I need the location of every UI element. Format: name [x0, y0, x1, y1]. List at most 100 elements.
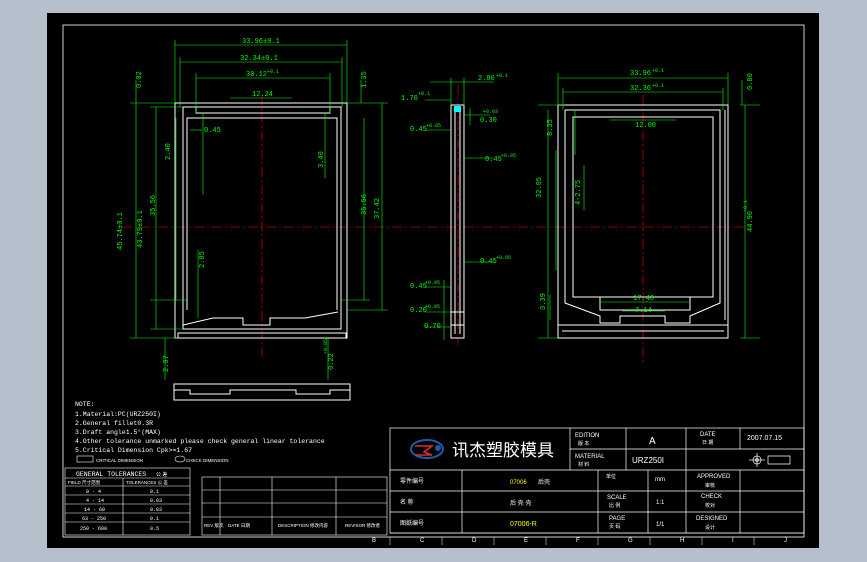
side-dim-left-3: 0.45 — [410, 283, 427, 291]
name-label: 名 称 — [400, 498, 414, 506]
page-label-cn: 页 码 — [609, 523, 620, 530]
legend-check-label: CHECK DIMENSION — [186, 458, 229, 463]
side-dim-right-3-tol: +0.05 — [496, 255, 511, 261]
front-dim-right-top-small: 1.35 — [361, 71, 369, 88]
back-dim-top-overall: 33.96 — [630, 70, 651, 78]
front-dim-depth: 2.40 — [165, 143, 173, 160]
front-dim-top-frame-tol: +0.1 — [267, 69, 279, 75]
side-dim-top-width-tol: +0.1 — [496, 73, 508, 79]
notes-legend: CRITICAL DIMENSION CHECK DIMENSION — [76, 455, 229, 463]
front-dim-below-right-tol: +0.05 — [323, 339, 329, 354]
revision-header-desc: DESCRIPTION 修改内容 — [278, 522, 329, 529]
tolerance-cell: 0 - 4 — [86, 489, 101, 495]
page-value: 1/1 — [656, 522, 665, 528]
company-name: 讯杰塑胶模具 — [452, 441, 554, 460]
tolerance-cell: 63 - 250 — [82, 516, 106, 522]
note-line: 4.Other tolerance unmarked please check … — [75, 438, 325, 445]
side-dim-right-1: 0.30 — [480, 117, 497, 125]
side-dim-right-2-tol: +0.05 — [501, 153, 516, 159]
material-value: URZ250I — [632, 456, 664, 465]
side-dim-top-width: 2.80 — [478, 75, 495, 83]
front-dim-edge-gap: 0.45 — [204, 127, 221, 135]
back-dim-right-small: 0.80 — [747, 73, 755, 90]
side-view-highlight — [454, 106, 461, 112]
grid-letter: J — [784, 538, 787, 544]
date-label: DATE — [700, 432, 716, 438]
back-dim-top-inner: 32.36 — [630, 85, 651, 93]
back-dim-bottom-2: 7.14 — [635, 307, 652, 315]
edition-label-cn: 版 本 — [578, 440, 589, 447]
drawing-no-value: 07006-R — [510, 521, 537, 528]
front-dim-top-overall: 33.96±0.1 — [242, 38, 280, 46]
back-dim-left-3: 32.05 — [536, 177, 544, 198]
tolerance-table: GENERAL TOLERANCES 公 差 FIELD 尺寸范围 TOLERA… — [64, 467, 191, 536]
grid-letter: H — [680, 538, 684, 544]
grid-letter: D — [472, 538, 477, 544]
tolerance-header-tol: TOLERANCES 公 差 — [126, 479, 168, 485]
front-view: 33.96±0.1 32.34±0.1 30.12 +0.1 12.24 0.4… — [117, 38, 388, 401]
approved-label-cn: 审核 — [705, 482, 715, 489]
side-dim-left-1: 1.70 — [401, 95, 418, 103]
tolerance-header-field: FIELD 尺寸范围 — [68, 479, 101, 486]
part-no-suffix: 后壳 — [538, 478, 550, 486]
side-dim-left-2-tol: +0.05 — [426, 123, 441, 129]
drawing-sheet — [47, 13, 819, 548]
back-dim-left-2: 4-2.75 — [575, 180, 583, 205]
side-dim-left-4: 0.20 — [410, 307, 427, 315]
designed-label: DESIGNED — [696, 516, 728, 522]
back-dim-top-overall-tol: +0.1 — [652, 68, 664, 74]
grid-letter: C — [420, 538, 425, 544]
front-dim-top-inner: 32.34±0.1 — [240, 55, 278, 63]
legend-critical-label: CRITICAL DIMENSION — [96, 458, 143, 463]
scale-label: SCALE — [607, 495, 627, 501]
side-dim-left-5: 0.70 — [424, 323, 441, 331]
scale-value: 1:1 — [656, 500, 665, 506]
grid-letter: E — [524, 538, 528, 544]
material-label: MATERIAL — [575, 454, 605, 460]
front-dim-left-top-small: 0.02 — [136, 71, 144, 88]
back-dim-left-4: 3.39 — [540, 293, 548, 310]
note-line: 5.Critical Dimension Cpk>=1.67 — [75, 447, 192, 454]
back-dim-top-inner-tol: +0.1 — [652, 83, 664, 89]
front-dim-bottom-small: 2.85 — [199, 251, 207, 268]
unit-label: 单位 — [606, 473, 616, 480]
front-dim-right-height-1: 35.56 — [361, 194, 369, 215]
back-dim-right-height-tol: +0.1 — [743, 200, 749, 212]
grid-letter: G — [628, 538, 633, 544]
side-dim-right-2: 0.45 — [485, 156, 502, 164]
name-value: 后 壳 壳 — [510, 499, 531, 507]
note-line: 3.Draft angle1.5°(MAX) — [75, 428, 161, 436]
back-view: 33.96 +0.1 32.36 +0.1 12.00 17.40 7.14 0… — [536, 68, 760, 339]
note-line: 1.Material:PC(URZ250I) — [75, 411, 161, 418]
front-dim-right-height-2: 37.42 — [374, 198, 382, 219]
front-dim-below-right: 0.22 — [328, 353, 336, 370]
date-value: 2007.07.15 — [747, 435, 782, 442]
check-label: CHECK — [701, 494, 722, 500]
side-dim-left-3-tol: +0.05 — [425, 280, 440, 286]
front-dim-top-slot: 12.24 — [252, 91, 273, 99]
grid-letter: B — [372, 538, 376, 544]
tolerance-cell: 14 - 60 — [84, 507, 105, 513]
back-dim-right-height: 44.90 — [747, 211, 755, 232]
side-dim-left-2: 0.45 — [410, 126, 427, 134]
page-label: PAGE — [609, 516, 625, 522]
scale-label-cn: 比 例 — [609, 502, 620, 509]
revision-header-revisor: REVISOR 修改者 — [345, 522, 381, 529]
front-dim-height-inner: 43.79±0.1 — [137, 210, 145, 248]
tolerance-title: GENERAL TOLERANCES — [76, 471, 146, 478]
side-view: 2.80 +0.1 1.70 +0.1 0.45 +0.05 +0.03 0.3… — [401, 73, 516, 340]
edition-label: EDITION — [575, 433, 599, 439]
front-dim-top-frame: 30.12 — [246, 71, 267, 79]
center-lines — [122, 85, 752, 362]
grid-letter: I — [732, 538, 734, 544]
company-logo — [410, 439, 444, 459]
front-dim-height-overall: 45.74±0.1 — [117, 212, 125, 250]
tolerance-title-cn: 公 差 — [156, 471, 167, 478]
notes-heading: NOTE: — [75, 401, 95, 408]
tolerance-cell: 0.1 — [150, 489, 159, 495]
tolerance-cell: 0.03 — [150, 498, 162, 504]
back-dim-bottom-1: 17.40 — [633, 295, 654, 303]
tolerance-cell: 0.1 — [150, 516, 159, 522]
